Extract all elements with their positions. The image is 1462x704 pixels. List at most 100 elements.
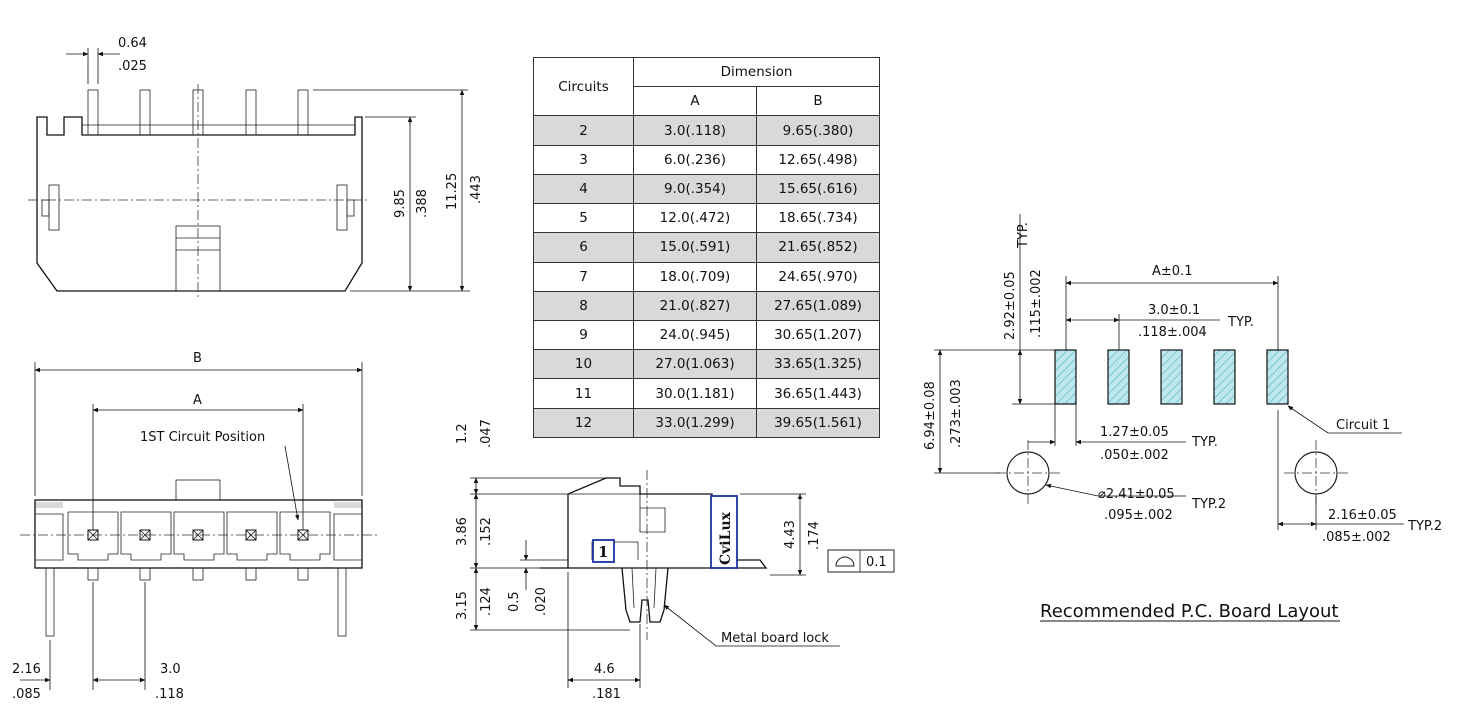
pin-one-mark: 1 — [598, 543, 608, 561]
d5-in: .174 — [807, 521, 822, 550]
cell-b: 12.65(.498) — [755, 144, 881, 175]
header-dimension: Dimension — [632, 56, 881, 88]
table-row: 5 12.0(.472) 18.65(.734) — [533, 203, 881, 234]
cell-circuits: 7 — [533, 261, 634, 292]
table-row: 12 33.0(1.299) 39.65(1.561) — [533, 407, 881, 439]
pads — [1054, 349, 1289, 405]
cell-a: 3.0(.118) — [633, 115, 757, 146]
cell-b: 24.65(.970) — [755, 261, 881, 292]
cell-circuits: 12 — [533, 407, 634, 439]
pad-w-typ: TYP. — [1191, 435, 1218, 450]
cell-b: 9.65(.380) — [755, 115, 881, 146]
side-view: 1 CviLux 1.2 .047 3.86 .152 3.15 .124 0.… — [455, 419, 895, 702]
pitch-in: .118±.004 — [1138, 325, 1207, 340]
height-1-mm: 9.85 — [393, 189, 408, 218]
edge-mm: 2.16±0.05 — [1328, 508, 1397, 523]
table-row: 9 24.0(.945) 30.65(1.207) — [533, 319, 881, 351]
cell-a: 30.0(1.181) — [633, 378, 757, 409]
cell-b: 15.65(.616) — [755, 173, 881, 205]
cell-b: 36.65(1.443) — [755, 378, 881, 409]
cell-a: 18.0(.709) — [633, 261, 757, 292]
header-a: A — [633, 86, 757, 117]
d3-in: .124 — [479, 587, 494, 616]
d2-mm: 3.86 — [455, 517, 470, 546]
cell-a: 24.0(.945) — [633, 319, 757, 351]
d6-in: .181 — [592, 687, 621, 702]
table-row: 3 6.0(.236) 12.65(.498) — [533, 144, 881, 175]
hole-typ2: TYP.2 — [1191, 497, 1226, 512]
brand-box — [710, 495, 738, 569]
pad-len-mm: 2.92±0.05 — [1003, 271, 1018, 340]
hole-mm: ⌀2.41±0.05 — [1098, 487, 1175, 502]
cell-circuits: 4 — [533, 173, 634, 205]
table-row: 7 18.0(.709) 24.65(.970) — [533, 261, 881, 292]
cell-a: 12.0(.472) — [633, 203, 757, 234]
pad-len-in: .115±.002 — [1029, 269, 1044, 338]
cell-circuits: 2 — [533, 115, 634, 146]
top-view: 0.64 .025 9.85 .388 11.25 .443 — [28, 36, 484, 300]
cell-circuits: 5 — [533, 203, 634, 234]
a-tol: A±0.1 — [1152, 264, 1192, 279]
cell-circuits: 3 — [533, 144, 634, 175]
row-in: .273±.003 — [949, 379, 964, 448]
pitch-typ: TYP. — [1227, 315, 1254, 330]
cell-a: 33.0(1.299) — [633, 407, 757, 439]
table-row: 8 21.0(.827) 27.65(1.089) — [533, 290, 881, 321]
table-row: 4 9.0(.354) 15.65(.616) — [533, 173, 881, 205]
header-b: B — [755, 86, 881, 117]
pin-width-in: .025 — [118, 59, 147, 74]
pitch-mm: 3.0 — [160, 662, 181, 677]
table-row: 2 3.0(.118) 9.65(.380) — [533, 115, 881, 146]
circuit-label: Circuit 1 — [1336, 418, 1390, 433]
table-row: 11 30.0(1.181) 36.65(1.443) — [533, 378, 881, 409]
brand: CviLux — [718, 511, 734, 565]
d1-in: .047 — [479, 419, 494, 448]
cell-b: 30.65(1.207) — [755, 319, 881, 351]
pad-len-typ: TYP. — [1016, 222, 1031, 249]
edge-mm: 2.16 — [12, 662, 41, 677]
cell-a: 6.0(.236) — [633, 144, 757, 175]
front-view: B A 1ST Circuit Position — [12, 351, 378, 702]
height-2-mm: 11.25 — [445, 173, 460, 210]
d6-mm: 4.6 — [594, 662, 615, 677]
pcb-title: Recommended P.C. Board Layout — [1040, 601, 1338, 622]
cell-a: 21.0(.827) — [633, 290, 757, 321]
dimension-table: Circuits Dimension A B 2 3.0(.118) 9.65(… — [533, 56, 881, 439]
table-row: 10 27.0(1.063) 33.65(1.325) — [533, 349, 881, 380]
cell-circuits: 11 — [533, 378, 634, 409]
cell-b: 18.65(.734) — [755, 203, 881, 234]
cell-circuits: 9 — [533, 319, 634, 351]
height-2-in: .443 — [469, 175, 484, 204]
cell-a: 15.0(.591) — [633, 232, 757, 263]
pin-width-mm: 0.64 — [118, 36, 147, 51]
edge-typ2: TYP.2 — [1407, 519, 1442, 534]
d3-mm: 3.15 — [455, 591, 470, 620]
pitch-mm: 3.0±0.1 — [1148, 303, 1200, 318]
label-b: B — [193, 351, 202, 366]
cell-a: 27.0(1.063) — [633, 349, 757, 380]
cell-b: 21.65(.852) — [755, 232, 881, 263]
pad-w-in: .050±.002 — [1100, 448, 1169, 463]
label-a: A — [193, 393, 202, 408]
hole-in: .095±.002 — [1104, 508, 1173, 523]
flatness: 0.1 — [866, 555, 887, 570]
row-mm: 6.94±0.08 — [923, 381, 938, 450]
pcb-layout: A±0.1 3.0±0.1 .118±.004 TYP. 2.92±0.05 .… — [923, 214, 1442, 622]
pin-one-mark-box — [592, 539, 615, 563]
pitch-in: .118 — [155, 687, 184, 702]
edge-in: .085±.002 — [1322, 530, 1391, 545]
header-circuits: Circuits — [533, 56, 634, 117]
d2-in: .152 — [479, 517, 494, 546]
cell-circuits: 10 — [533, 349, 634, 380]
board-lock-label: Metal board lock — [721, 631, 829, 646]
cell-b: 39.65(1.561) — [755, 407, 881, 439]
d5-mm: 4.43 — [783, 520, 798, 549]
cell-circuits: 6 — [533, 232, 634, 263]
height-1-in: .388 — [415, 189, 430, 218]
table-row: 6 15.0(.591) 21.65(.852) — [533, 232, 881, 263]
edge-in: .085 — [12, 687, 41, 702]
d4-mm: 0.5 — [507, 591, 522, 612]
cell-a: 9.0(.354) — [633, 173, 757, 205]
d4-in: .020 — [534, 587, 549, 616]
